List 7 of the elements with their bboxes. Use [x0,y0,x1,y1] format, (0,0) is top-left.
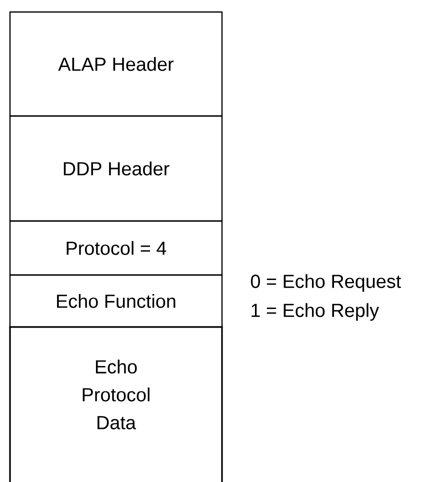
field-box: Protocol = 4 [9,220,223,276]
field-box: Echo Protocol Data [9,326,223,482]
field-box: ALAP Header [9,11,223,117]
side-note: 1 = Echo Reply [252,303,380,321]
field-box: Echo Function [9,274,223,328]
field-box: DDP Header [9,115,223,222]
side-note: 0 = Echo Request [250,274,402,292]
